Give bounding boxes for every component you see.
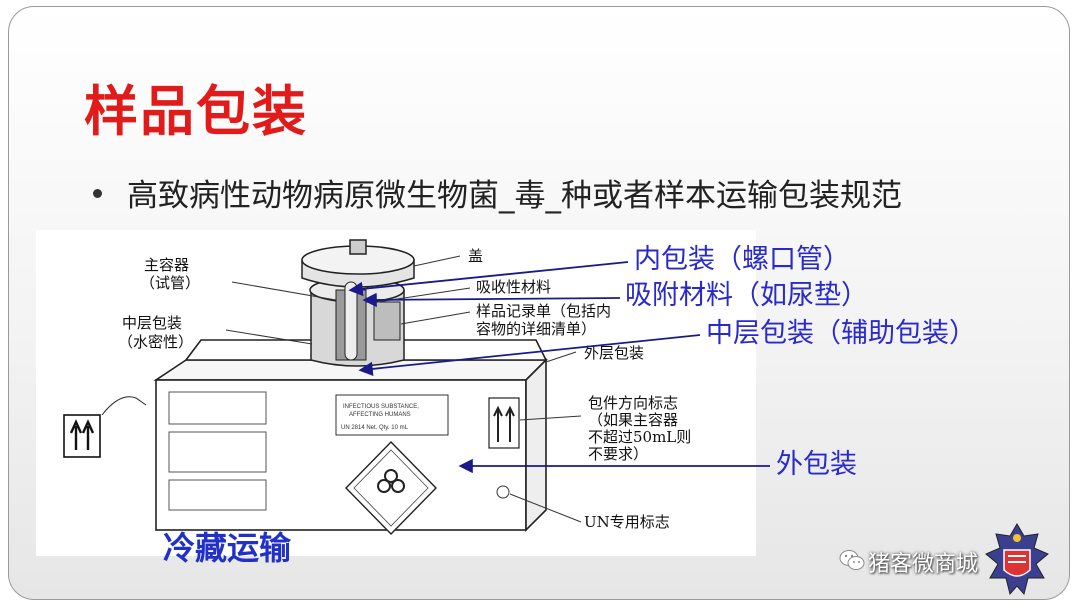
- crest-logo: [985, 523, 1049, 596]
- label-secondary-1: 中层包装: [122, 314, 182, 332]
- label-record-2: 容物的详细清单）: [476, 320, 596, 338]
- biohazard-icon: [345, 440, 437, 536]
- watermark-text: 猪客微商城: [868, 552, 979, 577]
- label-orientation-3: 不超过50mL则: [588, 428, 691, 446]
- infectious-line-1: INFECTIOUS SUBSTANCE,: [343, 404, 419, 410]
- bullet-text: 高致病性动物病原微生物菌_毒_种或者样本运输包装规范: [127, 178, 902, 214]
- wechat-icon: [839, 550, 865, 570]
- label-record-1: 样品记录单（包括内: [476, 302, 611, 320]
- label-un-mark: UN专用标志: [584, 513, 670, 531]
- infectious-line-2: AFFECTING HUMANS: [349, 412, 411, 418]
- packaging-diagram-svg: INFECTIOUS SUBSTANCE, AFFECTING HUMANS U…: [63, 239, 691, 536]
- secondary-container: [301, 239, 415, 367]
- packaging-diagram: INFECTIOUS SUBSTANCE, AFFECTING HUMANS U…: [36, 230, 756, 556]
- slide-title: 样品包装: [84, 80, 308, 143]
- label-secondary-2: （水密性）: [118, 333, 193, 351]
- arrows-up-icon: [63, 396, 147, 458]
- label-absorbent: 吸收性材料: [476, 278, 551, 296]
- annotation-inner: 内包装（螺口管）: [634, 244, 850, 275]
- label-primary-1: 主容器: [144, 256, 189, 274]
- label-outer: 外层包装: [584, 344, 644, 362]
- cold-chain-label: 冷藏运输: [163, 529, 292, 567]
- annotation-outer: 外包装: [776, 449, 857, 480]
- label-primary-2: （试管）: [140, 274, 200, 292]
- un-quantity-line: UN 2814 Net. Qty. 10 mL: [341, 425, 409, 431]
- bullet-dot-icon: [93, 189, 102, 198]
- annotation-middle: 中层包装（辅助包装）: [706, 318, 976, 349]
- label-lid: 盖: [468, 247, 483, 265]
- box-side-arrows-icon: [488, 397, 520, 499]
- label-orientation-1: 包件方向标志: [588, 394, 678, 412]
- label-orientation-4: 不要求）: [588, 445, 648, 463]
- label-orientation-2: （如果主容器: [588, 411, 678, 429]
- annotation-absorbent: 吸附材料（如尿垫）: [625, 280, 868, 311]
